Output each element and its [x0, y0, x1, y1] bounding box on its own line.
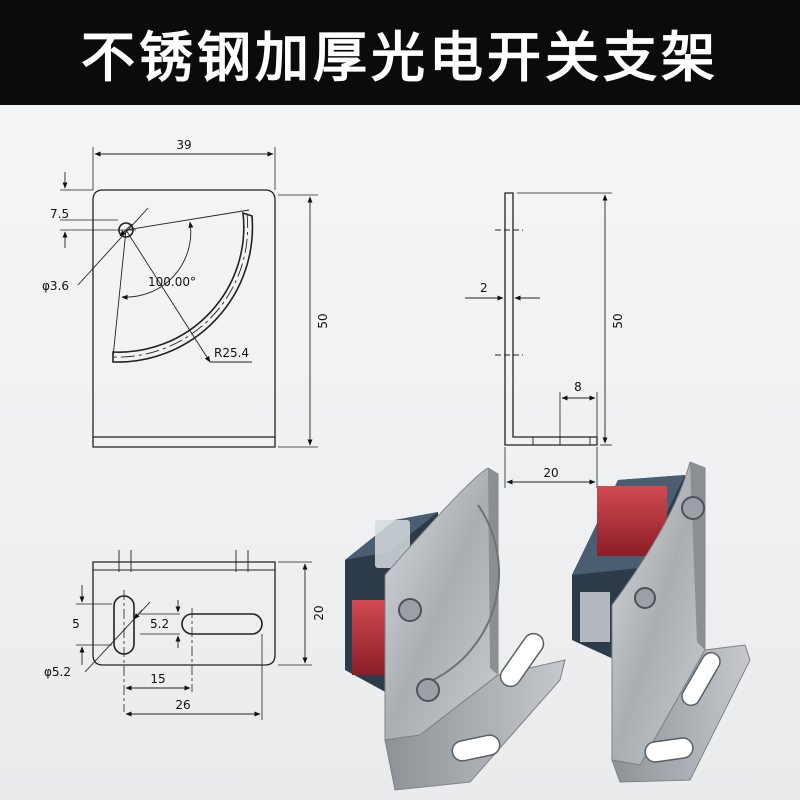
bracket-base [384, 659, 566, 791]
base-label: 20 [543, 466, 558, 480]
thickness-label: 2 [480, 281, 488, 295]
slot-width-label: 5 [72, 617, 80, 631]
hole-diameter-label: φ3.6 [42, 279, 69, 293]
side-profile [504, 192, 598, 446]
screw-icon [416, 678, 440, 702]
product-illustration-left [345, 467, 566, 791]
slot-height-label: 5.2 [150, 617, 169, 631]
page-title: 不锈钢加厚光电开关支架 [81, 26, 719, 89]
flange-label: 8 [574, 380, 582, 394]
base-hole-diameter-label: φ5.2 [44, 665, 71, 679]
bottom-view [76, 550, 312, 720]
side-view [465, 192, 612, 488]
hole-offset-label: 7.5 [50, 207, 69, 221]
arc-slot [112, 211, 254, 363]
product-illustration-right [572, 461, 751, 783]
angle-label: 100.00° [148, 275, 196, 289]
screw-icon [681, 496, 705, 520]
radius-label: R25.4 [214, 346, 249, 360]
front-height-label: 50 [316, 313, 330, 328]
base-outline [92, 561, 276, 666]
side-height-label: 50 [611, 313, 625, 328]
angle-arc [121, 221, 194, 300]
screw-icon [634, 587, 656, 609]
total-length-label: 26 [175, 698, 190, 712]
slot-spacing-label: 15 [150, 672, 165, 686]
base-height-label: 20 [312, 605, 326, 620]
title-bar: 不锈钢加厚光电开关支架 [0, 0, 800, 105]
front-view [60, 147, 318, 448]
sensor-lens [352, 600, 387, 675]
front-plate-outline [92, 189, 276, 448]
screw-icon [398, 598, 422, 622]
horizontal-slot [181, 613, 263, 635]
front-width-label: 39 [176, 138, 191, 152]
arc-slot-centerline [112, 213, 249, 358]
